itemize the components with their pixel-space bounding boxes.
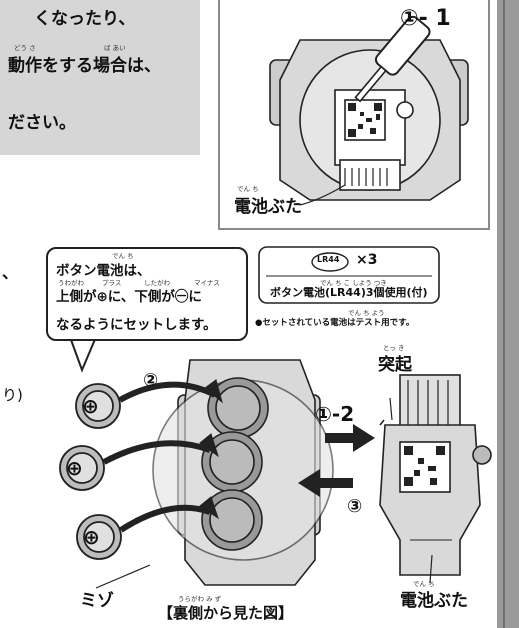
bubble-line-1: ボタン電池は、 xyxy=(56,263,151,279)
instruction-bubble: でん ち ボタン電池は、 うわがわ プラス したがわ マイナス 上側が⊕に、下側… xyxy=(46,247,248,341)
test-note: ●セットされている電池はテスト用です。 xyxy=(255,318,415,328)
insert-arrows xyxy=(102,379,223,533)
instruction-line-1: くなったり、 xyxy=(34,9,136,29)
ruby: でん ち よう xyxy=(348,309,385,317)
battery-count: ×3 xyxy=(356,252,378,268)
plus-symbol: ⊕ xyxy=(82,394,99,418)
protrusion-label: 突起 xyxy=(378,355,412,375)
text-fragment-paren: り) xyxy=(2,386,23,404)
top-cover-label: 電池ぶた xyxy=(234,197,302,217)
instruction-panel: くなったり、 どう さ ば あい 動作をする場合は、 ださい。 xyxy=(0,0,200,155)
back-view-illustration xyxy=(152,359,334,586)
plus-symbol: ⊕ xyxy=(66,456,83,480)
ruby: でん ち xyxy=(237,185,259,193)
plus-symbol: ⊕ xyxy=(83,525,100,549)
step-3-label: ③ xyxy=(347,496,363,517)
cover-label: 電池ぶた xyxy=(400,591,468,611)
ruby: うらがわ み ず xyxy=(178,595,222,603)
edge-stripe xyxy=(503,0,505,628)
ruby: うわがわ xyxy=(58,279,84,287)
ruby: でん ち xyxy=(413,580,435,588)
instruction-line-2: 動作をする場合は、 xyxy=(8,56,161,76)
battery-code: LR44 xyxy=(317,255,340,264)
instruction-line-3: ださい。 xyxy=(8,113,76,133)
ruby: したがわ xyxy=(144,279,170,287)
bubble-line-3: なるようにセットします。 xyxy=(56,317,217,333)
cover-arrows xyxy=(298,424,375,497)
battery-cover-illustration xyxy=(379,374,492,576)
top-toy-illustration xyxy=(269,15,469,206)
ruby: マイナス xyxy=(194,279,220,287)
text-fragment-comma: 、 xyxy=(2,263,19,282)
battery-icon xyxy=(311,252,349,272)
step-1-2-label: ①-2 xyxy=(315,402,355,426)
page-edge-bar xyxy=(497,0,519,628)
step-2-label: ② xyxy=(143,370,159,391)
groove-label: ミゾ xyxy=(80,591,114,611)
ruby: どう さ xyxy=(14,44,36,52)
back-view-caption: 【裏側から見た図】 xyxy=(158,604,294,622)
ruby: とっ き xyxy=(383,344,405,352)
ruby: でん ち xyxy=(112,252,134,260)
bubble-line-2: 上側が⊕に、下側が㊀に xyxy=(56,289,202,305)
ruby: でん ち こ しよう つき xyxy=(320,279,387,287)
ruby: プラス xyxy=(102,279,122,287)
loose-batteries xyxy=(59,383,122,560)
ruby: ば あい xyxy=(104,44,126,52)
battery-name: ボタン電池(LR44)3個使用(付) xyxy=(270,286,428,299)
step-1-label: ①- 1 xyxy=(400,6,451,31)
battery-box xyxy=(258,246,440,304)
